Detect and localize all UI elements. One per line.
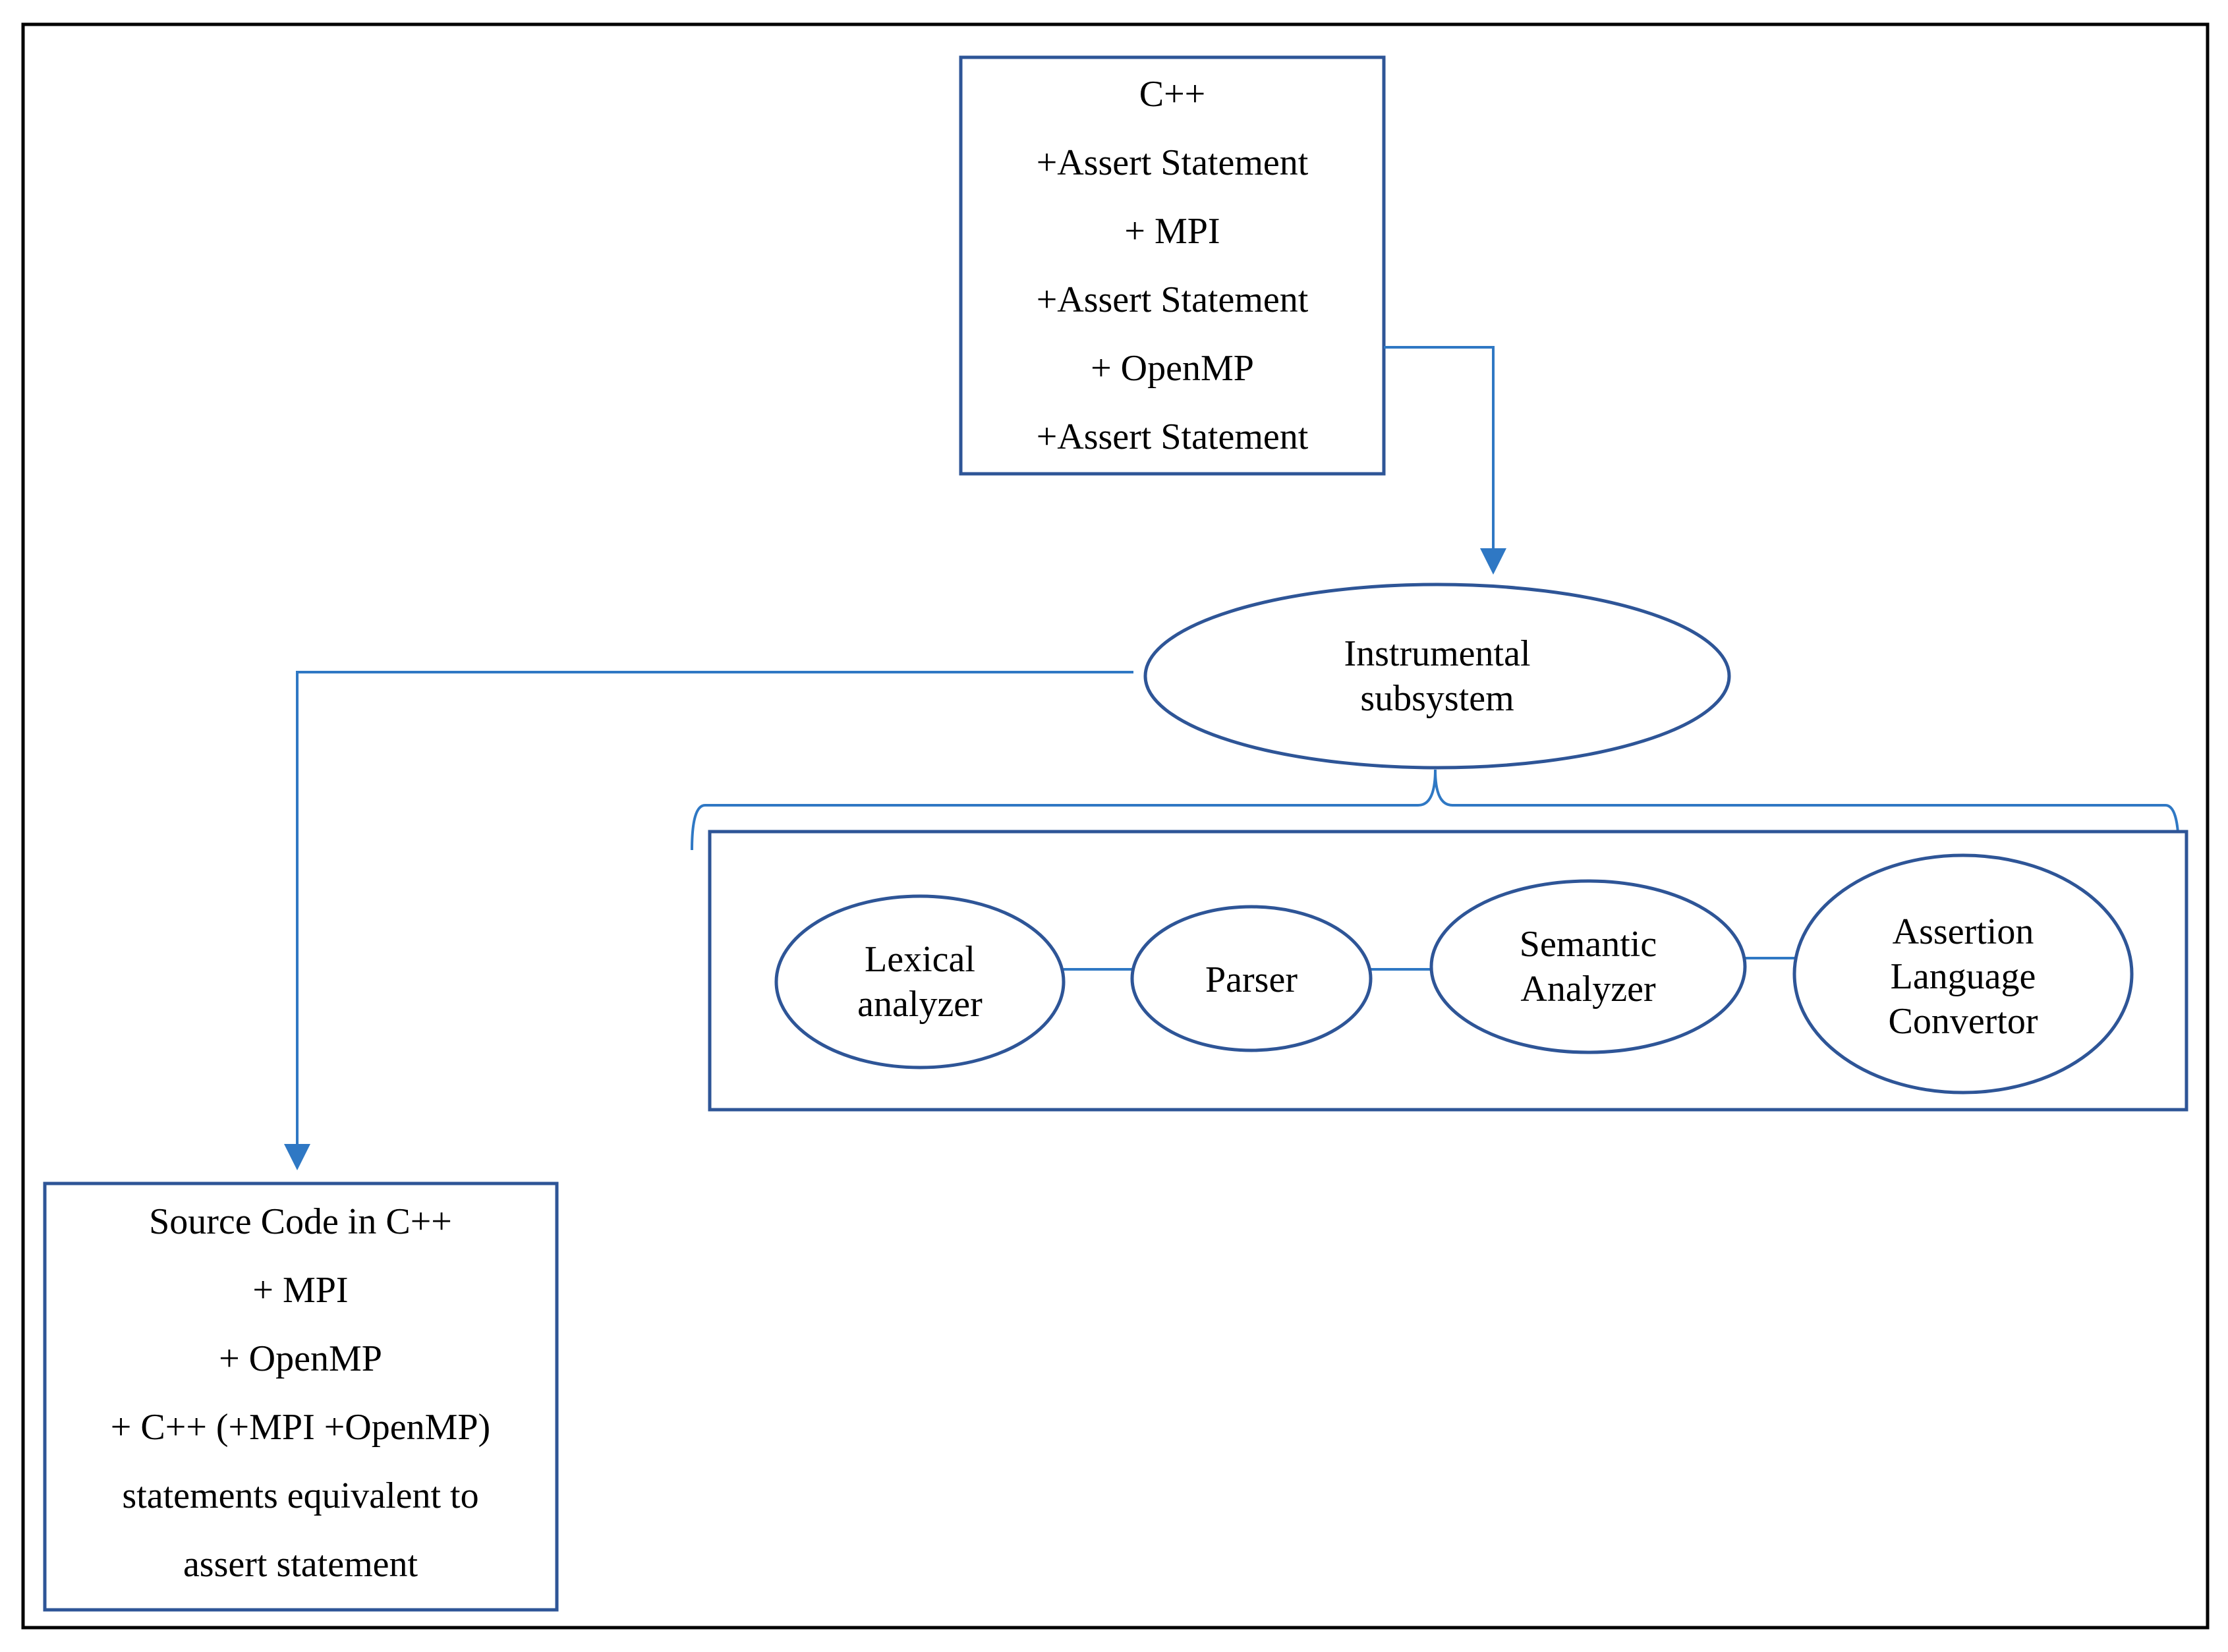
- assertion-language-convertor-label: Convertor: [1888, 1001, 2038, 1042]
- instrumental-subsystem-label: Instrumental: [1344, 633, 1530, 674]
- assertion-language-convertor-ellipse: [1792, 853, 2134, 1095]
- assertion-language-convertor-label: Language: [1891, 956, 2036, 997]
- lexical-analyzer-ellipse: [774, 894, 1066, 1069]
- input-box-line: +Assert Statement: [1037, 279, 1309, 320]
- input-box-line: +Assert Statement: [1037, 416, 1309, 457]
- input-box-line: + MPI: [1124, 211, 1220, 252]
- subsystem-brace: [691, 769, 2180, 851]
- outer-frame: [21, 22, 2210, 1630]
- parser-node: Parser: [1130, 905, 1373, 1052]
- instrumental-subsystem-node: Instrumental subsystem: [1143, 583, 1731, 770]
- input-box-border: [959, 55, 1386, 476]
- semantic-analyzer-label: Semantic: [1520, 924, 1657, 965]
- output-box-border: [43, 1182, 559, 1612]
- lexical-analyzer-label: analyzer: [857, 984, 983, 1025]
- input-box: C++ +Assert Statement + MPI +Assert Stat…: [959, 55, 1386, 476]
- output-box-line: statements equivalent to: [122, 1475, 478, 1516]
- output-box: Source Code in C++ + MPI + OpenMP + C++ …: [43, 1182, 559, 1612]
- input-box-line: +Assert Statement: [1037, 142, 1309, 183]
- output-box-line: + MPI: [252, 1270, 348, 1311]
- input-box-line: + OpenMP: [1091, 348, 1254, 389]
- parser-label: Parser: [1205, 959, 1298, 1000]
- lexical-analyzer-label: Lexical: [865, 939, 975, 980]
- input-box-line: C++: [1139, 74, 1206, 115]
- output-box-line: + C++ (+MPI +OpenMP): [111, 1407, 490, 1448]
- output-box-line: + OpenMP: [219, 1338, 382, 1379]
- semantic-analyzer-label: Analyzer: [1520, 969, 1656, 1010]
- input-to-instrumental-connector: [1384, 346, 1506, 575]
- output-box-line: Source Code in C++: [149, 1201, 452, 1242]
- output-box-line: assert statement: [183, 1544, 418, 1585]
- instrumental-subsystem-ellipse: [1143, 583, 1731, 770]
- lexical-analyzer-node: Lexical analyzer: [774, 894, 1066, 1069]
- semantic-analyzer-ellipse: [1429, 879, 1747, 1054]
- instrumental-subsystem-label: subsystem: [1360, 678, 1514, 719]
- instrumental-to-output-connector: [284, 671, 1133, 1170]
- assertion-language-convertor-node: Assertion Language Convertor: [1792, 853, 2134, 1095]
- semantic-analyzer-node: Semantic Analyzer: [1429, 879, 1747, 1054]
- parser-ellipse: [1130, 905, 1373, 1052]
- assertion-language-convertor-label: Assertion: [1893, 911, 2034, 952]
